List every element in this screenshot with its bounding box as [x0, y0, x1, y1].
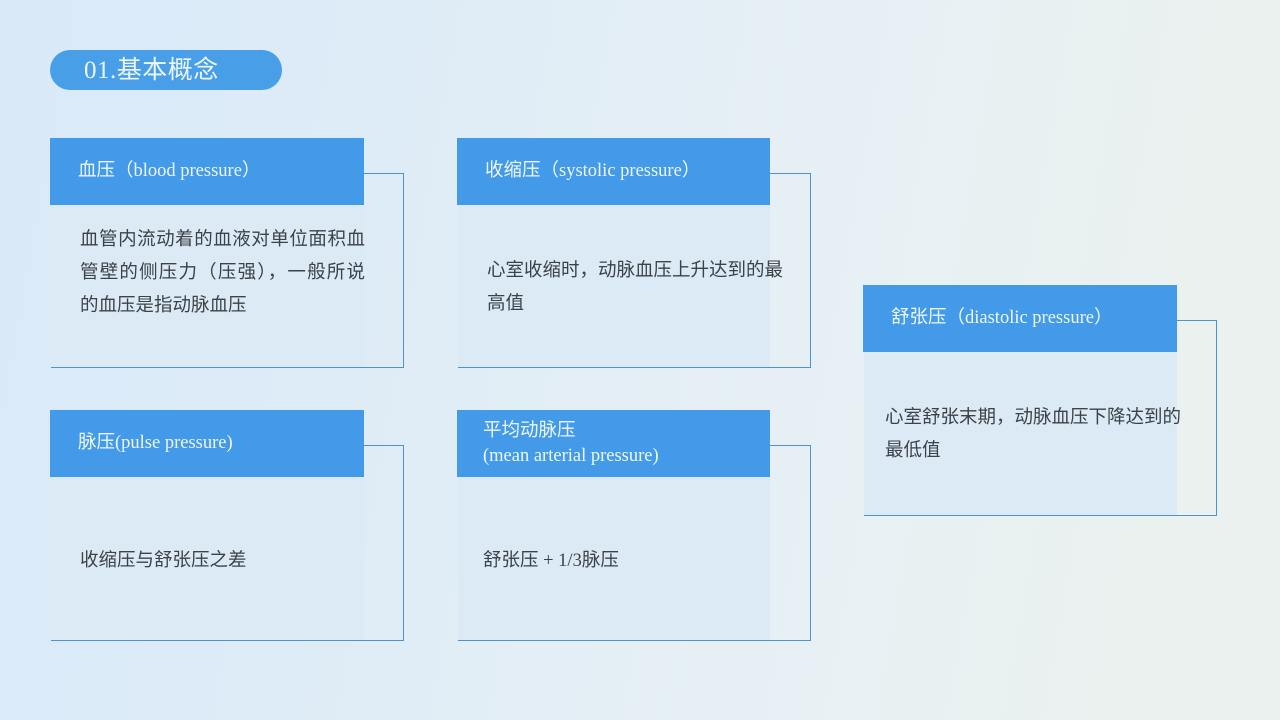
section-title-text: 01.基本概念 — [84, 56, 219, 84]
card-header-systolic: 收缩压（systolic pressure） — [457, 138, 770, 205]
concept-card-mean-arterial-pressure: 平均动脉压 (mean arterial pressure) 舒张压 + 1/3… — [457, 410, 811, 641]
card-header-mean-arterial-pressure: 平均动脉压 (mean arterial pressure) — [457, 410, 770, 477]
concept-card-pulse-pressure: 脉压(pulse pressure) 收缩压与舒张压之差 — [50, 410, 404, 641]
card-header-label: 舒张压（diastolic pressure） — [891, 308, 1113, 328]
card-header-label-en: (mean arterial pressure) — [483, 445, 659, 466]
card-body-fill — [51, 477, 364, 640]
card-body-text: 心室收缩时，动脉血压上升达到的最高值 — [487, 261, 784, 314]
card-body-fill — [458, 477, 770, 640]
card-body-fill — [864, 352, 1177, 515]
card-header-blood-pressure: 血压（blood pressure） — [50, 138, 364, 205]
card-body-text: 血管内流动着的血液对单位面积血管壁的侧压力（压强），一般所说的血压是指动脉血压 — [80, 230, 365, 316]
card-header-pulse-pressure: 脉压(pulse pressure) — [50, 410, 364, 477]
card-header-label: 脉压(pulse pressure) — [78, 433, 233, 453]
card-body-text: 收缩压与舒张压之差 — [80, 551, 247, 571]
card-header-diastolic: 舒张压（diastolic pressure） — [863, 285, 1177, 352]
card-body-fill — [458, 205, 770, 367]
card-header-label: 血压（blood pressure） — [78, 161, 261, 181]
section-title-pill: 01.基本概念 — [50, 50, 282, 90]
concept-card-diastolic: 舒张压（diastolic pressure） 心室舒张末期，动脉血压下降达到的… — [863, 285, 1217, 517]
card-body-fill — [51, 205, 364, 367]
card-header-label: 收缩压（systolic pressure） — [485, 161, 701, 181]
card-body-text: 舒张压 + 1/3脉压 — [483, 551, 619, 571]
concept-card-blood-pressure: 血压（blood pressure） 血管内流动着的血液对单位面积血管壁的侧压力… — [50, 138, 404, 368]
card-header-label-cn: 平均动脉压 — [483, 420, 576, 441]
concept-card-systolic: 收缩压（systolic pressure） 心室收缩时，动脉血压上升达到的最高… — [457, 138, 811, 368]
card-body-text: 心室舒张末期，动脉血压下降达到的最低值 — [885, 408, 1182, 461]
